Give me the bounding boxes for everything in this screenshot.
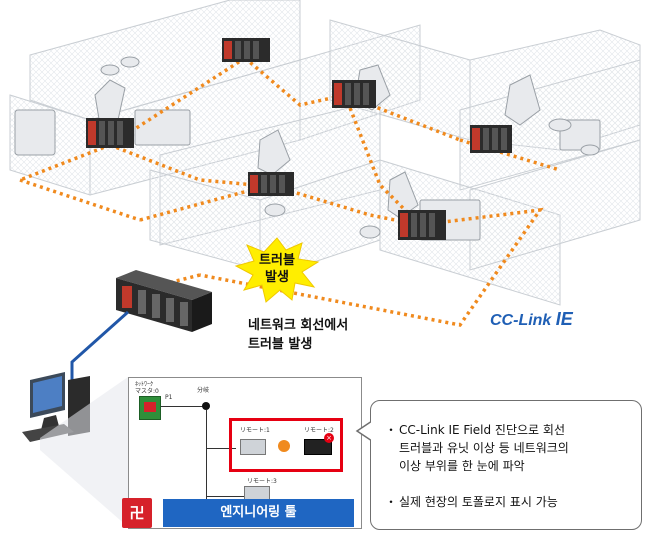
remote-station-3[interactable] — [244, 486, 270, 500]
safety-fence — [9, 0, 641, 306]
branch-node[interactable] — [202, 402, 210, 410]
computer-icon — [22, 372, 128, 527]
trunk-line — [206, 410, 207, 510]
error-icon: × — [324, 433, 334, 443]
callout-item-2: ・ 실제 현장의 토폴로지 표시 가능 — [385, 495, 558, 509]
remote-station-2[interactable] — [304, 439, 332, 455]
feature-callout: ・ CC-Link IE Field 진단으로 회선 트러블과 유닛 이상 등 … — [355, 400, 642, 530]
callout-item-1: ・ CC-Link IE Field 진단으로 회선 트러블과 유닛 이상 등 … — [385, 423, 569, 473]
trouble-burst-label: 트러블 발생 — [259, 253, 295, 285]
plc-units — [86, 38, 512, 332]
link-line — [161, 406, 205, 407]
engineering-tool-label: 엔지니어링 툴 — [163, 499, 354, 527]
trouble-burst-icon — [234, 237, 320, 303]
error-highlight-box: リモート:1 リモート:2 × — [229, 418, 343, 472]
line-fault-icon — [278, 440, 290, 452]
remote-station-1[interactable] — [240, 439, 266, 455]
callout-pointer — [355, 419, 375, 443]
cc-link-ie-logo: CC-Link IE — [490, 309, 573, 329]
master-station-icon[interactable] — [139, 396, 161, 420]
branch-line-1 — [206, 448, 236, 449]
branch-line-3 — [206, 496, 244, 497]
network-trouble-message: 네트워크 회선에서 트러블 발생 — [248, 318, 349, 352]
engineering-tool-icon: 卍 — [122, 498, 152, 528]
